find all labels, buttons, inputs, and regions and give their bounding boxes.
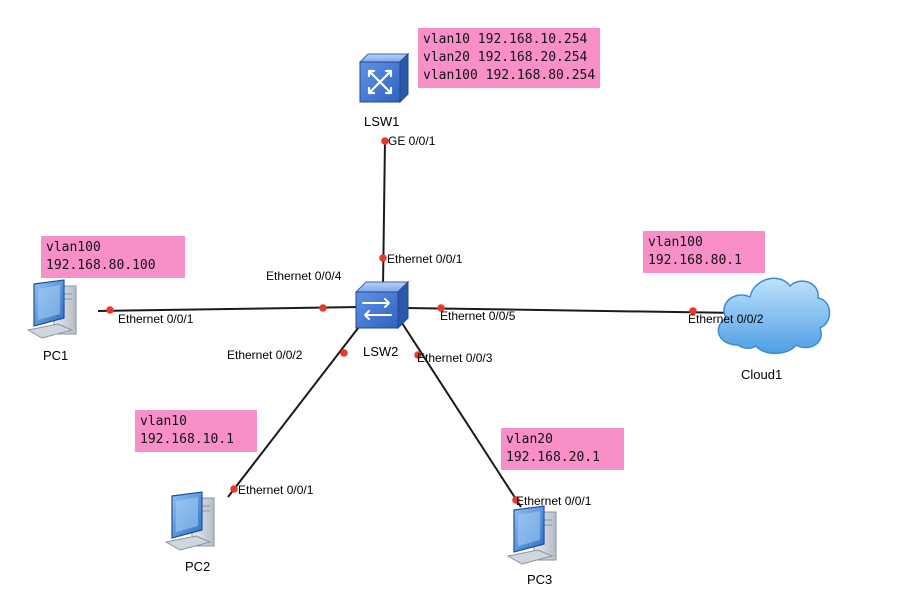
- device-label-pc2: PC2: [185, 559, 211, 574]
- port-label-lsw2-pc3: Ethernet 0/0/3: [417, 351, 493, 365]
- device-label-lsw1: LSW1: [364, 114, 400, 129]
- device-label-pc1: PC1: [43, 348, 69, 363]
- port-dot-cloud: [689, 307, 697, 315]
- port-dot-lsw2-up: [379, 254, 387, 262]
- desktop-pc-icon[interactable]: [26, 279, 77, 339]
- layer3-switch-icon[interactable]: [358, 52, 410, 104]
- links: [97, 139, 741, 508]
- note-pc3: vlan20 192.168.20.1: [501, 428, 624, 470]
- note-line: 192.168.10.1: [140, 432, 234, 447]
- desktop-pc-icon[interactable]: [164, 491, 215, 551]
- note-line: vlan100: [648, 235, 703, 250]
- link-lsw1-lsw2[interactable]: [382, 139, 386, 288]
- device-label-cloud1: Cloud1: [741, 367, 783, 382]
- port-dot-lsw2-pc1: [319, 304, 327, 312]
- port-label-lsw1-uplink: GE 0/0/1: [388, 134, 436, 148]
- device-label-pc3: PC3: [527, 572, 553, 587]
- port-label-lsw2-pc2: Ethernet 0/0/2: [227, 348, 303, 362]
- port-label-lsw2-pc1: Ethernet 0/0/4: [266, 269, 342, 283]
- port-label-lsw2-cloud: Ethernet 0/0/5: [440, 309, 516, 323]
- device-label-lsw2: LSW2: [363, 344, 399, 359]
- port-dot-pc3: [512, 496, 520, 504]
- port-dot-lsw2-cloud: [437, 304, 445, 312]
- note-line: vlan20: [506, 432, 553, 447]
- port-dot-pc1: [106, 306, 114, 314]
- port-dot-lsw1: [381, 137, 389, 145]
- link-lsw2-pc1[interactable]: [97, 306, 361, 312]
- note-line: vlan10 192.168.10.254: [423, 32, 588, 47]
- port-dots: [106, 137, 697, 504]
- note-line: 192.168.80.1: [648, 253, 742, 268]
- link-lsw2-pc2[interactable]: [227, 322, 363, 498]
- note-pc1: vlan100 192.168.80.100: [41, 236, 185, 278]
- link-lsw2-pc3[interactable]: [401, 322, 522, 508]
- port-label-pc3: Ethernet 0/0/1: [516, 494, 592, 508]
- port-dot-lsw2-pc3: [414, 351, 422, 359]
- switch-icon[interactable]: [354, 280, 410, 330]
- note-pc2: vlan10 192.168.10.1: [135, 410, 257, 452]
- cloud-icon[interactable]: [717, 277, 831, 355]
- note-line: vlan20 192.168.20.254: [423, 50, 588, 65]
- port-label-pc2: Ethernet 0/0/1: [238, 483, 314, 497]
- note-line: 192.168.80.100: [46, 258, 156, 273]
- note-line: 192.168.20.1: [506, 450, 600, 465]
- port-dot-pc2: [230, 485, 238, 493]
- port-label-cloud: Ethernet 0/0/2: [688, 312, 764, 326]
- note-line: vlan100: [46, 240, 101, 255]
- desktop-pc-icon[interactable]: [506, 505, 557, 565]
- note-line: vlan100 192.168.80.254: [423, 68, 596, 83]
- link-lsw2-cloud1[interactable]: [404, 307, 741, 314]
- port-dot-lsw2-pc2: [340, 349, 348, 357]
- port-label-pc1: Ethernet 0/0/1: [118, 312, 194, 326]
- note-lsw1: vlan10 192.168.10.254 vlan20 192.168.20.…: [418, 28, 601, 88]
- note-cloud1: vlan100 192.168.80.1: [643, 231, 765, 273]
- note-line: vlan10: [140, 414, 187, 429]
- port-label-lsw2-up: Ethernet 0/0/1: [387, 252, 463, 266]
